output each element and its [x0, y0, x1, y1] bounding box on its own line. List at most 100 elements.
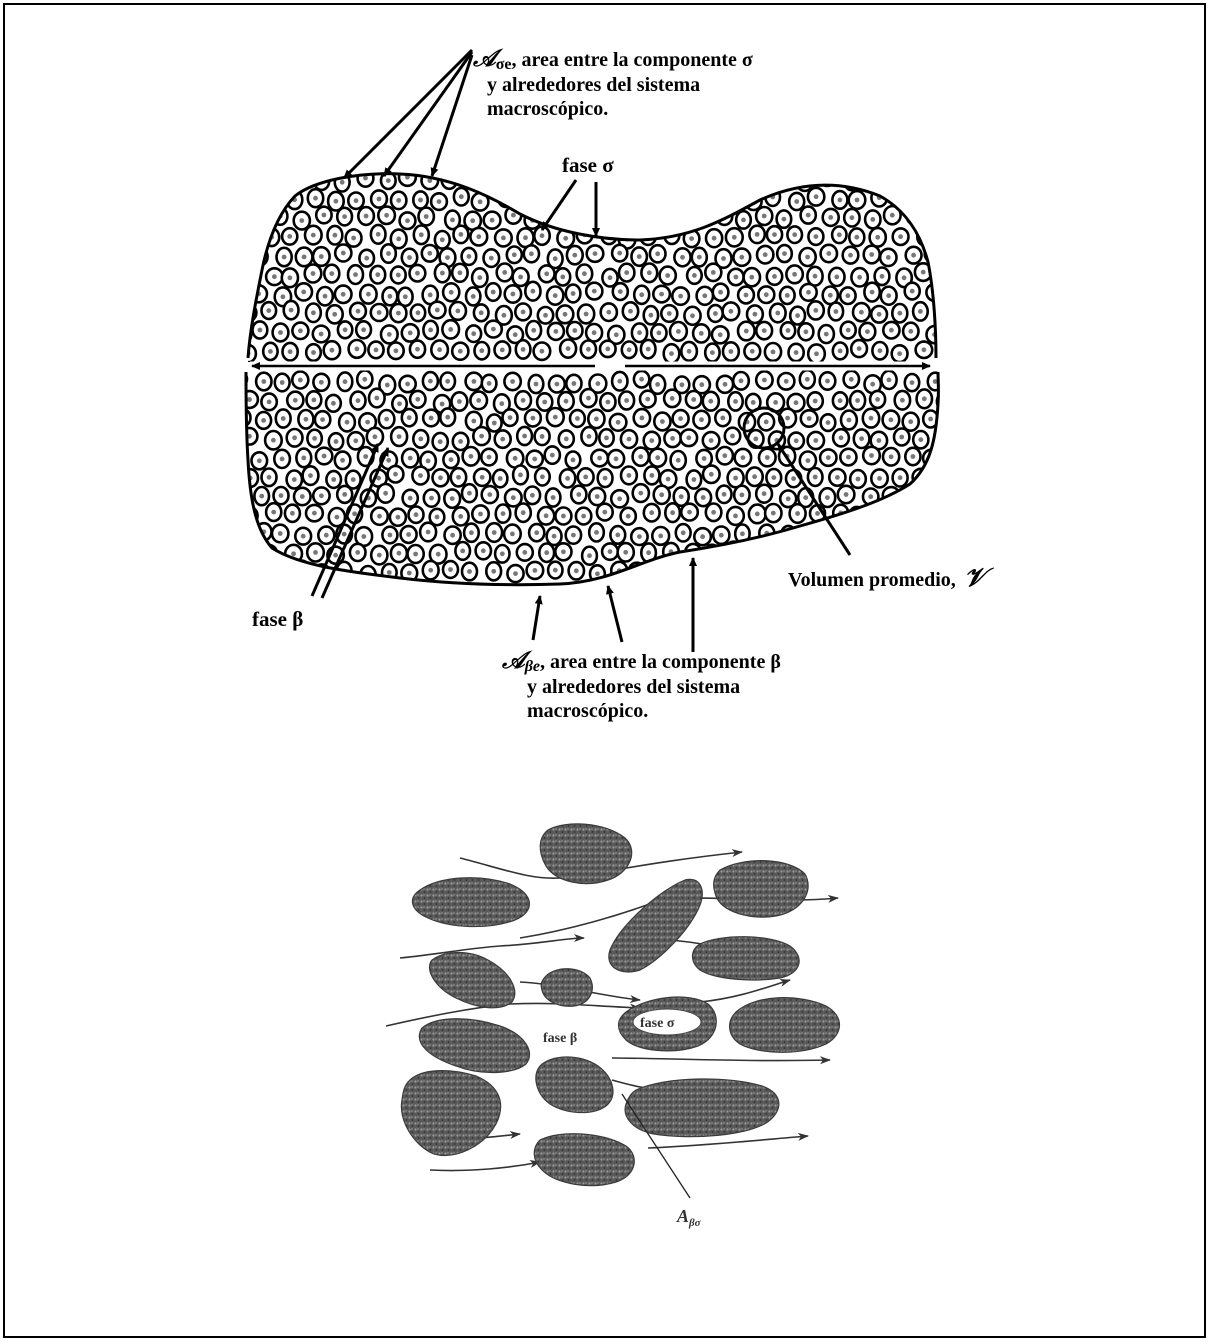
sigma-particle-core	[681, 530, 686, 535]
sigma-particle-core	[807, 416, 812, 421]
label-sigma-e-line1: 𝒜σe, area entre la componente σ	[472, 46, 753, 73]
sigma-particle-core	[835, 475, 840, 480]
sigma-particle-core	[437, 347, 442, 352]
sigma-particle-core	[405, 218, 410, 223]
sigma-particle-core	[332, 312, 337, 317]
sigma-particle-core	[739, 378, 744, 383]
sigma-particle-core	[445, 379, 450, 384]
sigma-particle-core	[248, 199, 253, 204]
sigma-particle-core	[397, 434, 402, 439]
sigma-particle-core	[396, 237, 401, 242]
sigma-particle-core	[340, 180, 345, 185]
sigma-particle-core	[908, 419, 913, 424]
sigma-particle-core	[278, 330, 283, 335]
grain-13	[625, 1079, 779, 1137]
sigma-particle-core	[614, 332, 619, 337]
sigma-particle-core	[847, 418, 852, 423]
sigma-particle-core	[670, 396, 675, 401]
sigma-particle-core	[613, 214, 618, 219]
sigma-particle-core	[888, 529, 893, 534]
sigma-particle-core	[749, 275, 754, 280]
sigma-particle-core	[889, 454, 894, 459]
sigma-particle-core	[491, 175, 496, 180]
sigma-particle-core	[784, 379, 789, 384]
sigma-particle-core	[720, 416, 725, 421]
sigma-particle-core	[634, 214, 639, 219]
sigma-particle	[672, 209, 688, 227]
sigma-particle-core	[426, 459, 431, 464]
sigma-particle	[241, 545, 257, 563]
sigma-particle-core	[299, 218, 304, 223]
sigma-particle	[771, 542, 786, 559]
sigma-particle-core	[771, 350, 776, 355]
sigma-particle-core	[898, 234, 903, 239]
sigma-particle-core	[657, 331, 662, 336]
sigma-particle-core	[361, 327, 366, 332]
sigma-particle-core	[469, 530, 474, 535]
sigma-particle-core	[351, 236, 356, 241]
sigma-particle-core	[320, 417, 325, 422]
sigma-particle-core	[922, 235, 927, 240]
sigma-particle-core	[576, 492, 581, 497]
label-interface: Aβσ	[676, 1206, 702, 1229]
grain-1	[540, 824, 632, 884]
sigma-particle-core	[428, 379, 433, 384]
sigma-particle-core	[522, 434, 527, 439]
sigma-particle-core	[791, 476, 796, 481]
sigma-particle-core	[627, 437, 632, 442]
sigma-particle-core	[920, 197, 925, 202]
sigma-particle-core	[649, 510, 654, 515]
sigma-particle-core	[667, 200, 672, 205]
sigma-particle-core	[502, 270, 507, 275]
sigma-particle-core	[617, 496, 622, 501]
sigma-particle-core	[680, 255, 685, 260]
sigma-particle-core	[341, 251, 346, 256]
sigma-particle-core	[617, 379, 622, 384]
sigma-particle-core	[419, 232, 424, 237]
sigma-particle-core	[733, 514, 738, 519]
sigma-particle	[896, 544, 912, 562]
sigma-particle-core	[623, 198, 628, 203]
sigma-particle-core	[510, 379, 515, 384]
sigma-particle-core	[388, 294, 393, 299]
sigma-particle	[902, 169, 917, 186]
sigma-particle-core	[449, 457, 454, 462]
sigma-particle-core	[659, 571, 664, 576]
sigma-particle	[601, 227, 616, 244]
sigma-particle-core	[406, 532, 411, 537]
sigma-particle-core	[794, 400, 799, 405]
sigma-particle	[256, 169, 271, 187]
sigma-particle-core	[458, 514, 463, 519]
sigma-particle-core	[397, 551, 402, 556]
sigma-particle-core	[322, 213, 327, 218]
sigma-particle-core	[450, 533, 455, 538]
sigma-particle-core	[772, 232, 777, 237]
sigma-particle	[849, 542, 864, 559]
sigma-particle-core	[794, 199, 799, 204]
sigma-particle-core	[424, 214, 429, 219]
sigma-particle-core	[637, 254, 642, 259]
sigma-particle-core	[678, 294, 683, 299]
sigma-particle-core	[813, 399, 818, 404]
sigma-particle-core	[290, 511, 295, 516]
sigma-particle-core	[362, 377, 367, 382]
sigma-particle-core	[476, 234, 481, 239]
sigma-particle-core	[319, 332, 324, 337]
sigma-particle-core	[345, 420, 350, 425]
sigma-particle-core	[248, 275, 253, 280]
sigma-particle-core	[529, 251, 534, 256]
sigma-particle-core	[458, 270, 463, 275]
sigma-particle-core	[246, 310, 251, 315]
sigma-particle-core	[331, 401, 336, 406]
sigma-particle-core	[396, 515, 401, 520]
sigma-particle-core	[806, 290, 811, 295]
sigma-particle	[894, 507, 909, 525]
sigma-particle-core	[828, 534, 833, 539]
sigma-particle-core	[448, 567, 453, 572]
sigma-particle-core	[365, 420, 370, 425]
sigma-particle-core	[594, 530, 599, 535]
sigma-particle-core	[678, 215, 683, 220]
sigma-particle-core	[377, 514, 382, 519]
sigma-particle-core	[613, 180, 618, 185]
